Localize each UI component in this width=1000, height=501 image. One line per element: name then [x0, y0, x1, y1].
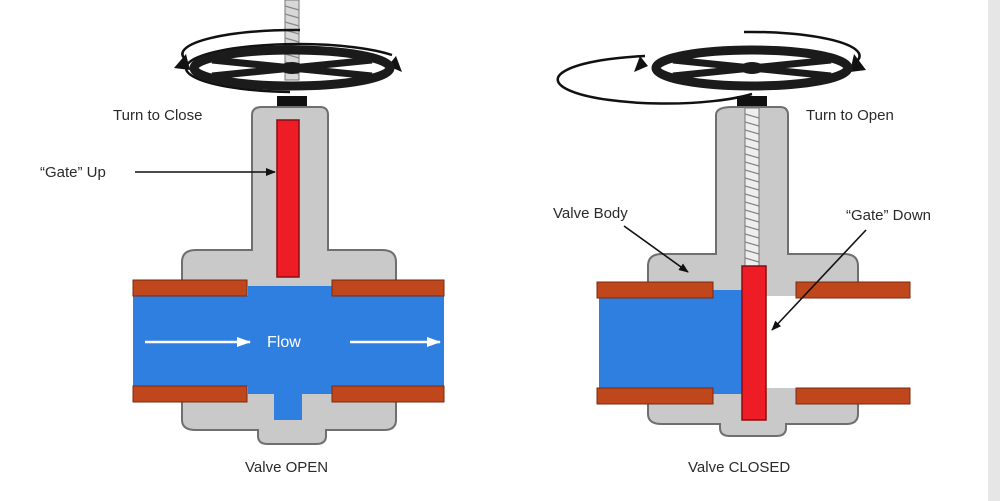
pipe-wall-top-right [331, 279, 445, 297]
flow-label: Flow [267, 334, 301, 351]
pipe-wall-top-left [132, 279, 248, 297]
pipe-wall-bottom-left [596, 387, 714, 405]
right-edge-strip [988, 0, 1000, 501]
turn-to-open-label: Turn to Open [806, 107, 894, 124]
valve-closed-caption: Valve CLOSED [688, 459, 790, 476]
handwheel-icon [651, 45, 853, 91]
gate-lowered [741, 265, 767, 421]
pipe-wall-top-right [795, 281, 911, 299]
valve-open-caption: Valve OPEN [245, 459, 328, 476]
pipe-wall-bottom-right [795, 387, 911, 405]
empty-downstream-area [766, 296, 912, 388]
gate-down-label: “Gate” Down [846, 207, 931, 224]
valve-body-label: Valve Body [553, 205, 628, 222]
fluid-flow-area [133, 286, 444, 420]
pipe-wall-bottom-right [331, 385, 445, 403]
rotation-arrow-icon [174, 28, 402, 94]
valve-body-pointer [623, 225, 689, 273]
gate-raised [276, 119, 300, 278]
handwheel-icon [189, 45, 395, 91]
gate-up-label: “Gate” Up [40, 164, 106, 181]
valve-open-assembly: Flow Turn to Close “Gate” Up Valve OPEN [40, 0, 445, 476]
valve-closed-assembly: Turn to Open Valve Body “Gate” Down Valv… [553, 30, 931, 476]
pipe-wall-top-left [596, 281, 714, 299]
turn-to-close-label: Turn to Close [113, 107, 202, 124]
gate-down-pointer [771, 229, 867, 331]
pipe-wall-bottom-left [132, 385, 248, 403]
rotation-arrow-icon [556, 30, 866, 105]
fluid-blocked-area [599, 290, 742, 394]
